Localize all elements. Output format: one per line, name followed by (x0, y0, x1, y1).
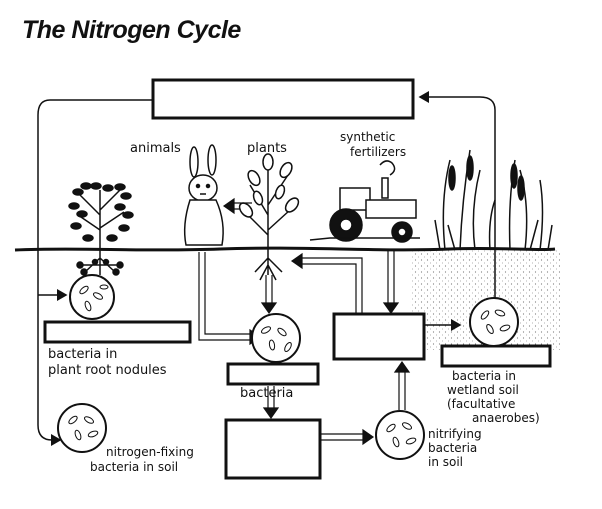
label-nodules-1: bacteria in (48, 347, 117, 362)
label-fertilizers: fertilizers (350, 145, 406, 159)
label-wetland-2: wetland soil (447, 383, 519, 397)
label-nodules-2: plant root nodules (48, 363, 167, 378)
bacteria-circle-nfix (57, 403, 107, 453)
bacteria-circle-center (251, 313, 301, 363)
label-animals: animals (130, 141, 181, 156)
label-nitrifying-2: bacteria (428, 441, 477, 455)
arrow-plants-to-bacteria (265, 275, 273, 305)
answer-box-center-right[interactable] (332, 312, 426, 361)
label-wetland-4: anaerobes) (472, 411, 540, 425)
arrow-box-to-plants (300, 257, 363, 314)
bacteria-circle-wetland (469, 297, 519, 347)
answer-box-bacteria[interactable] (226, 362, 320, 386)
label-synthetic: synthetic (340, 130, 395, 144)
label-bacteria: bacteria (240, 386, 293, 401)
tractor-icon (309, 160, 420, 243)
arrow-box-to-nitrifying (320, 433, 365, 441)
label-nitrifying-1: nitrifying (428, 427, 482, 441)
arrow-fertilizer-to-box (387, 250, 395, 305)
arrow-animals-to-bacteria (198, 252, 252, 341)
arrow-bacteria-to-box (267, 386, 275, 410)
label-plants: plants (247, 141, 287, 156)
bacteria-circle-nodules (69, 274, 115, 320)
rabbit-icon (183, 144, 224, 246)
cattails-icon (434, 149, 553, 251)
answer-box-top[interactable] (151, 78, 415, 120)
label-nfix-1: nitrogen-fixing (106, 445, 194, 459)
label-nfix-2: bacteria in soil (90, 460, 178, 474)
answer-box-bottom[interactable] (224, 418, 322, 480)
answer-box-wetland[interactable] (440, 344, 552, 368)
label-wetland-1: bacteria in (452, 369, 516, 383)
arrow-wetland-to-top (418, 91, 496, 300)
page-title: The Nitrogen Cycle (22, 16, 241, 44)
legume-plant-icon (68, 182, 134, 276)
label-nitrifying-3: in soil (428, 455, 463, 469)
plant-icon (238, 153, 300, 281)
arrow-nitrifying-to-box (398, 370, 406, 410)
bacteria-circle-nitrifying (375, 410, 425, 460)
answer-box-nodules[interactable] (43, 320, 192, 344)
arrow-top-to-nfix (37, 99, 153, 446)
label-wetland-3: (facultative (447, 397, 515, 411)
ground-line (14, 246, 556, 252)
